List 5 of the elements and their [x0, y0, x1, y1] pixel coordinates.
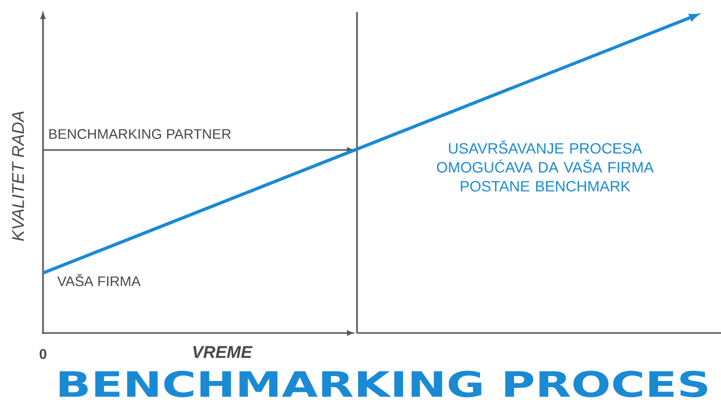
axis-title: VREME	[193, 346, 253, 358]
axis-title: KVALITET RADA	[12, 112, 24, 241]
axis-origin-label: 0	[40, 349, 46, 359]
caption: BENCHMARKING PROCES	[60, 370, 708, 398]
line-label: VAŠA FIRMA	[57, 274, 141, 286]
